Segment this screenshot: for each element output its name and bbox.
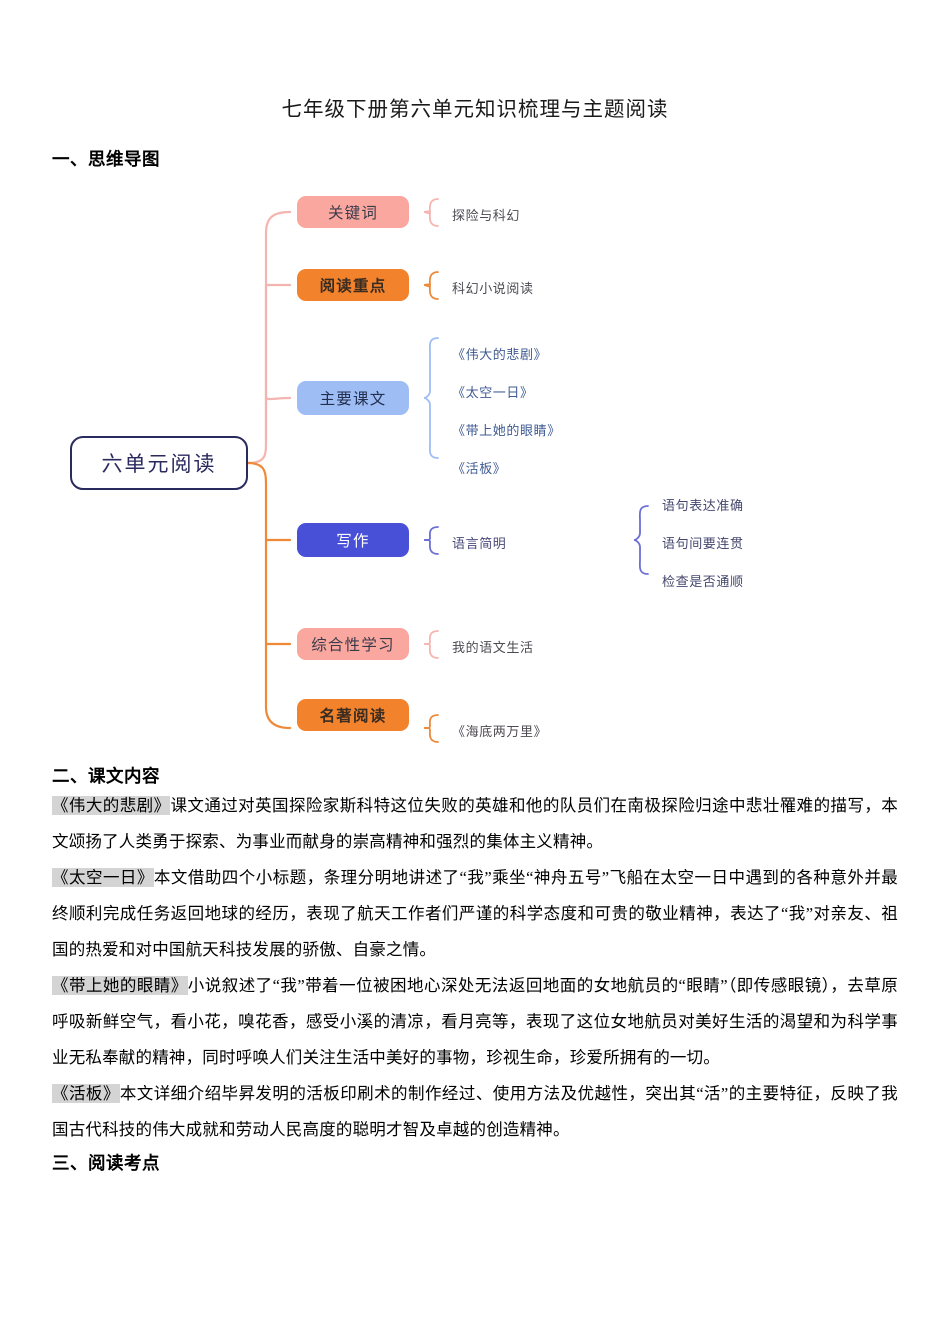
- mindmap-leaf-comprehensive-1: 我的语文生活: [452, 639, 534, 655]
- mindmap-subleaf-writing-3: 检查是否通顺: [662, 573, 744, 589]
- mindmap-branch-classic[interactable]: 名著阅读: [297, 698, 409, 731]
- mindmap-leaf-writing-1: 语言简明: [452, 535, 507, 551]
- lesson-body-1: 课文通过对英国探险家斯科特这位失败的英雄和他的队员们在南极探险归途中悲壮罹难的描…: [52, 795, 898, 851]
- trunk-orange-lower: [246, 461, 292, 729]
- mindmap-root-node[interactable]: 六单元阅读: [70, 435, 248, 490]
- mindmap-branch-focus[interactable]: 阅读重点: [297, 268, 409, 301]
- lesson-body-2: 本文借助四个小标题，条理分明地讲述了“我”乘坐“神舟五号”飞船在太空一日中遇到的…: [52, 867, 898, 959]
- mindmap-connectors: [246, 197, 649, 743]
- lesson-paragraph-1: 《伟大的悲剧》课文通过对英国探险家斯科特这位失败的英雄和他的队员们在南极探险归途…: [52, 788, 898, 860]
- brace-focus: [423, 270, 439, 300]
- mindmap-figure: 六单元阅读 关键词 探险与科幻 阅读重点 科幻小说阅读 主要课文 《伟大的悲剧》…: [52, 183, 898, 763]
- brace-classic: [423, 713, 439, 743]
- mindmap-leaf-texts-2: 《太空一日》: [452, 384, 534, 400]
- lesson-title-4: 《活板》: [52, 1083, 120, 1103]
- lesson-title-2: 《太空一日》: [52, 867, 154, 887]
- trunk-pink-to-texts: [264, 395, 292, 400]
- brace-texts: [423, 336, 439, 459]
- lesson-paragraph-3: 《带上她的眼睛》小说叙述了“我”带着一位被困地心深处无法返回地面的女地航员的“眼…: [52, 968, 898, 1076]
- brace-writing-sub: [633, 504, 649, 575]
- mindmap-leaf-texts-4: 《活板》: [452, 460, 507, 476]
- lesson-title-1: 《伟大的悲剧》: [52, 795, 171, 815]
- lesson-title-3: 《带上她的眼睛》: [52, 975, 188, 995]
- brace-writing: [423, 525, 439, 555]
- lesson-paragraph-4: 《活板》本文详细介绍毕昇发明的活板印刷术的制作经过、使用方法及优越性，突出其“活…: [52, 1076, 898, 1148]
- mindmap-leaf-focus-1: 科幻小说阅读: [452, 280, 534, 296]
- lesson-paragraph-2: 《太空一日》本文借助四个小标题，条理分明地讲述了“我”乘坐“神舟五号”飞船在太空…: [52, 860, 898, 968]
- mindmap-leaf-texts-3: 《带上她的眼睛》: [452, 422, 561, 438]
- mindmap-leaf-classic-1: 《海底两万里》: [452, 723, 548, 739]
- section-heading-reading-points: 三、阅读考点: [52, 1152, 160, 1173]
- brace-keyword: [423, 197, 439, 227]
- mindmap-subleaf-writing-2: 语句间要连贯: [662, 535, 744, 551]
- mindmap-leaf-keyword-1: 探险与科幻: [452, 207, 521, 223]
- mindmap-branch-keyword[interactable]: 关键词: [297, 195, 409, 228]
- mindmap-branch-comprehensive[interactable]: 综合性学习: [297, 627, 409, 660]
- mindmap-branch-writing[interactable]: 写作: [297, 522, 409, 557]
- lesson-body-3: 小说叙述了“我”带着一位被困地心深处无法返回地面的女地航员的“眼睛”（即传感眼镜…: [52, 975, 899, 1067]
- trunk-pink-upper: [246, 210, 292, 464]
- page-title: 七年级下册第六单元知识梳理与主题阅读: [281, 99, 669, 121]
- lesson-body-4: 本文详细介绍毕昇发明的活板印刷术的制作经过、使用方法及优越性，突出其“活”的主要…: [52, 1083, 898, 1139]
- mindmap-branch-texts[interactable]: 主要课文: [297, 380, 409, 415]
- section-heading-mindmap: 一、思维导图: [52, 148, 160, 169]
- brace-comprehensive: [423, 629, 439, 659]
- mindmap-subleaf-writing-1: 语句表达准确: [662, 497, 744, 513]
- mindmap-leaf-texts-1: 《伟大的悲剧》: [452, 346, 548, 362]
- section-heading-lesson-content: 二、课文内容: [52, 765, 160, 786]
